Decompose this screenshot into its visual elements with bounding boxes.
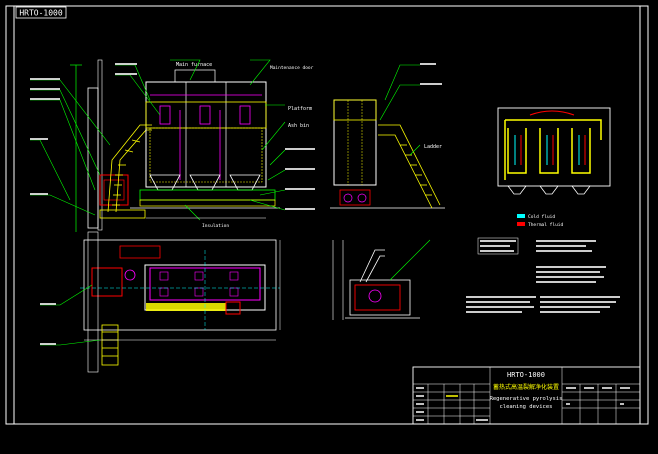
- section-view: [332, 239, 431, 320]
- label-ladder: Ladder: [424, 144, 442, 150]
- drawing-number-stamp: HRTO-1000: [15, 6, 67, 19]
- legend-hot-swatch: [517, 222, 525, 226]
- legend-hot-label: Thermal fluid: [528, 222, 564, 228]
- flow-legend: Cold fluid Thermal fluid: [517, 214, 564, 228]
- main-elevation-view: Main furnace Platform Ash bin Maintenanc…: [30, 59, 315, 232]
- title-block: HRTO-1000 蓄热式高温裂解净化装置 Regenerative pyrol…: [412, 366, 641, 425]
- label-ash-bin: Ash bin: [288, 123, 309, 129]
- stamp-text: HRTO-1000: [19, 9, 63, 18]
- inner-frame: [13, 5, 641, 425]
- title-name-en-1: Regenerative pyrolysis: [490, 396, 563, 402]
- legend-cold-label: Cold fluid: [528, 214, 555, 220]
- title-name-en-2: cleaning devices: [500, 404, 553, 410]
- label-insulation: Insulation: [202, 223, 229, 229]
- label-platform: Platform: [288, 106, 312, 112]
- title-model: HRTO-1000: [507, 371, 545, 379]
- side-elevation-view: Ladder: [330, 63, 445, 209]
- flow-schematic: Cold fluid Thermal fluid: [497, 107, 611, 228]
- legend-cold-swatch: [517, 214, 525, 218]
- label-main-furnace: Main furnace: [176, 62, 212, 68]
- plan-view: [40, 231, 281, 373]
- title-name-cn: 蓄热式高温裂解净化装置: [493, 383, 559, 391]
- label-maintenance-door: Maintenance door: [270, 65, 314, 71]
- left-stair: [99, 124, 152, 219]
- right-stair: [378, 124, 441, 209]
- notes-block: [466, 237, 620, 313]
